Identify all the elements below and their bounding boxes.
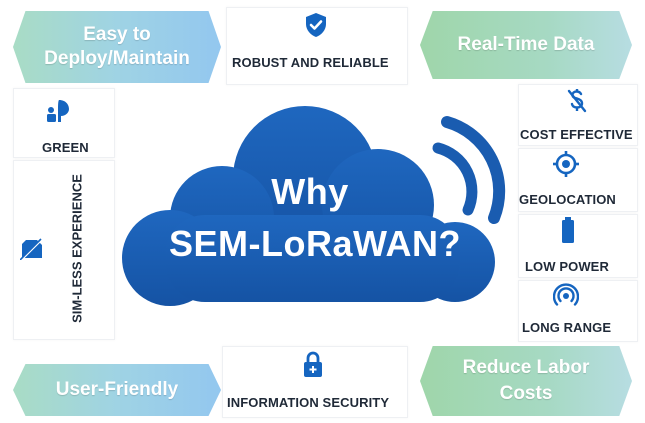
eco-person-icon [47,100,69,122]
pill-user-friendly: User-Friendly [13,364,221,416]
pill-reduce-labor-costs: Reduce Labor Costs [420,346,632,416]
title-line-1: Why [271,171,349,212]
card-long-range [518,280,638,342]
pill-real-time-data: Real-Time Data [420,11,632,79]
pill-real-time-data-text: Real-Time Data [457,34,595,55]
battery-icon [562,217,574,243]
card-geolocation [518,148,638,212]
label-cost: COST EFFECTIVE [520,127,633,142]
title-line-2: SEM-LoRaWAN? [169,223,461,264]
signal-waves-icon [432,116,506,224]
card-cost [518,84,638,146]
label-green: GREEN [42,140,89,155]
label-long-range: LONG RANGE [522,320,612,335]
shield-check-icon [306,13,326,37]
label-simless: SIM-LESS EXPERIENCE [69,174,85,323]
card-security [222,346,408,418]
cloud-shape [122,106,495,306]
no-sim-icon [20,238,43,260]
label-geolocation: GEOLOCATION [519,192,616,207]
signal-broadcast-icon [553,283,579,306]
label-robust: ROBUST AND RELIABLE [232,55,389,70]
card-green [13,88,115,158]
pill-reduce-labor-costs-text: Reduce Labor Costs [462,357,590,404]
money-off-icon [567,89,587,113]
label-security: INFORMATION SECURITY [227,395,390,410]
label-low-power: LOW POWER [525,259,609,274]
target-location-icon [553,151,579,177]
lock-icon [304,351,322,377]
pill-user-friendly-text: User-Friendly [55,379,179,400]
pill-easy-deploy-text: Easy to Deploy/Maintain [44,24,190,69]
pill-easy-deploy: Easy to Deploy/Maintain [13,11,221,83]
card-low-power [518,214,638,278]
